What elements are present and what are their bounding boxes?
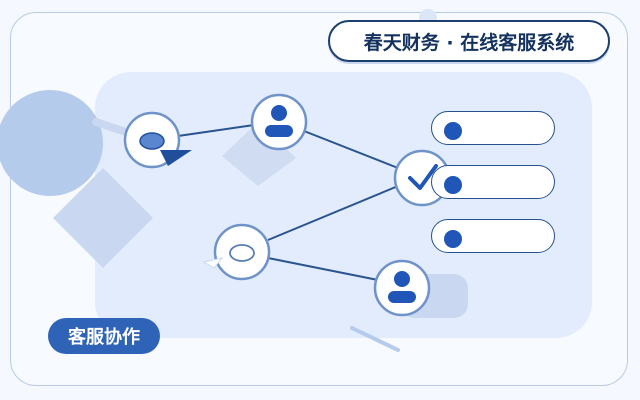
bullet-dot — [444, 122, 462, 140]
list-item[interactable] — [431, 219, 555, 253]
connection-line — [267, 185, 399, 241]
decor-dash — [350, 326, 400, 352]
connection-line — [177, 124, 255, 137]
list-item[interactable] — [431, 165, 555, 199]
node-chat-outline[interactable] — [202, 223, 271, 281]
connection-line — [267, 257, 379, 281]
connection-line — [303, 130, 399, 169]
chat-bubble-outline-icon — [229, 244, 255, 262]
connection-lines — [177, 124, 399, 281]
chat-bubble-outline-tail — [202, 257, 224, 269]
node-user-top[interactable] — [250, 93, 308, 151]
list-item[interactable] — [431, 111, 555, 145]
bullet-dot — [444, 230, 462, 248]
decor-diamond-large — [53, 168, 153, 268]
user-icon — [388, 271, 416, 303]
chat-bubble-icon — [139, 132, 165, 150]
bullet-dot — [444, 176, 462, 194]
node-user-bottom[interactable] — [373, 259, 431, 317]
chat-bubble-tail — [160, 150, 192, 166]
check-icon — [408, 164, 438, 190]
page-title: 春天财务 · 在线客服系统 — [328, 20, 610, 62]
user-icon — [265, 105, 293, 137]
collaboration-badge[interactable]: 客服协作 — [48, 318, 160, 354]
decor-diamond-small — [222, 122, 296, 186]
decor-circle — [0, 90, 103, 196]
node-chat[interactable] — [123, 111, 192, 169]
